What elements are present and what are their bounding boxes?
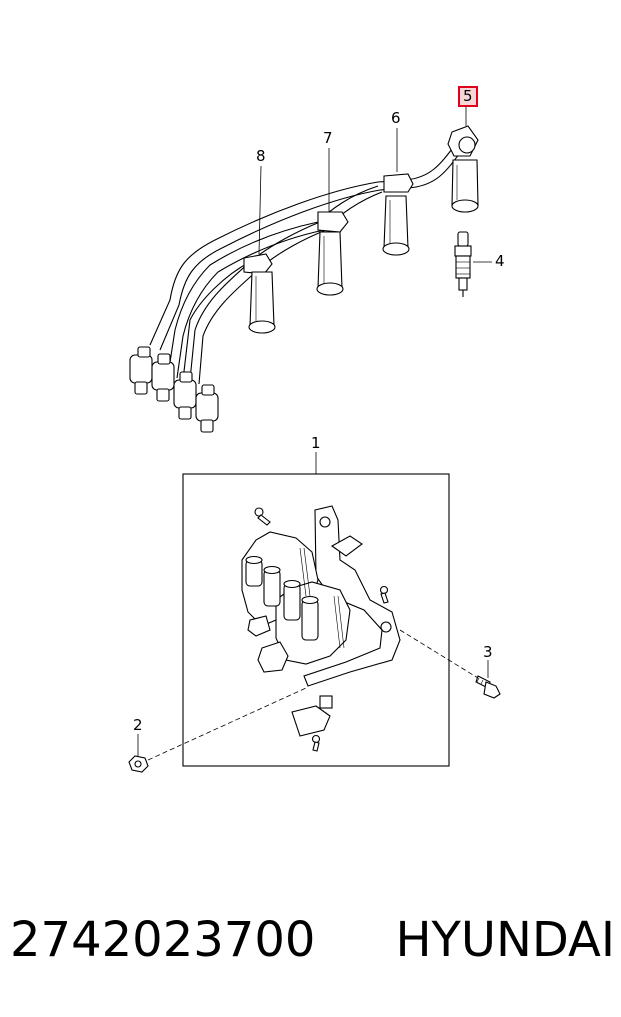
boot-b xyxy=(151,353,175,402)
callout-8[interactable]: 8 xyxy=(256,147,266,165)
coil-tower-a xyxy=(245,555,263,587)
part-number: 2742023700 xyxy=(10,912,316,968)
part-footer: 2742023700 HYUNDAI xyxy=(10,905,615,975)
coil-screw-bottom xyxy=(311,734,321,752)
ignition-coil xyxy=(241,505,401,752)
callout-2[interactable]: 2 xyxy=(133,716,143,734)
callout-1[interactable]: 1 xyxy=(311,434,321,452)
nut xyxy=(128,755,149,773)
callout-3[interactable]: 3 xyxy=(483,643,493,661)
tower-4 xyxy=(248,271,276,334)
coil-tower-d xyxy=(301,595,319,641)
coil-tower-c xyxy=(283,579,301,621)
boot-c xyxy=(173,371,197,420)
boot-a xyxy=(129,346,153,395)
coil-assembly-frame xyxy=(182,473,450,767)
callout-7[interactable]: 7 xyxy=(323,129,333,147)
spark-plug xyxy=(454,231,472,297)
brand-name: HYUNDAI xyxy=(395,912,615,968)
coil-screw-right xyxy=(379,585,389,604)
bolt xyxy=(475,675,501,699)
coil-tower-b xyxy=(263,565,281,607)
callout-4[interactable]: 4 xyxy=(495,252,505,270)
boot-d xyxy=(195,384,219,433)
parts-diagram xyxy=(128,106,501,773)
tower-1 xyxy=(451,159,479,213)
coil-screw-top xyxy=(254,507,271,526)
callout-6[interactable]: 6 xyxy=(391,109,401,127)
tower-2 xyxy=(382,195,410,256)
tower-3 xyxy=(316,231,344,296)
callout-5-highlighted[interactable]: 5 xyxy=(458,86,478,107)
ignition-cable-set xyxy=(129,125,479,433)
